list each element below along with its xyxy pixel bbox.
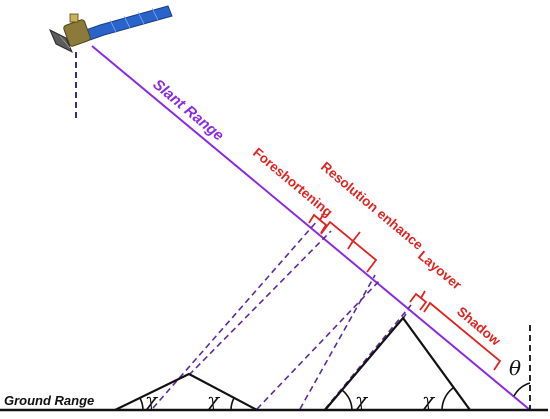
slant-range-label: Slant Range bbox=[149, 76, 227, 144]
slope-angle-arcs bbox=[139, 382, 531, 411]
satellite-icon bbox=[49, 5, 173, 54]
layover-label: Layover bbox=[415, 248, 465, 293]
foreshortening-label: Foreshortening bbox=[250, 145, 335, 220]
resolution-enhance-label: Resolution enhance bbox=[318, 159, 426, 253]
large-hill bbox=[324, 316, 471, 411]
small-hill bbox=[114, 372, 258, 411]
incidence-angle-label: θ bbox=[509, 356, 521, 380]
slope-angle-label-3: χ bbox=[353, 388, 369, 412]
slant-range-line bbox=[91, 45, 531, 411]
ground-range-label: Ground Range bbox=[4, 393, 94, 408]
slope-angle-label-1: χ bbox=[143, 388, 159, 412]
projection-lines bbox=[152, 219, 412, 410]
slope-angle-label-4: χ bbox=[420, 388, 436, 412]
annotation-brackets bbox=[308, 212, 502, 371]
shadow-label: Shadow bbox=[454, 304, 504, 349]
slope-angle-label-2: χ bbox=[205, 388, 221, 412]
